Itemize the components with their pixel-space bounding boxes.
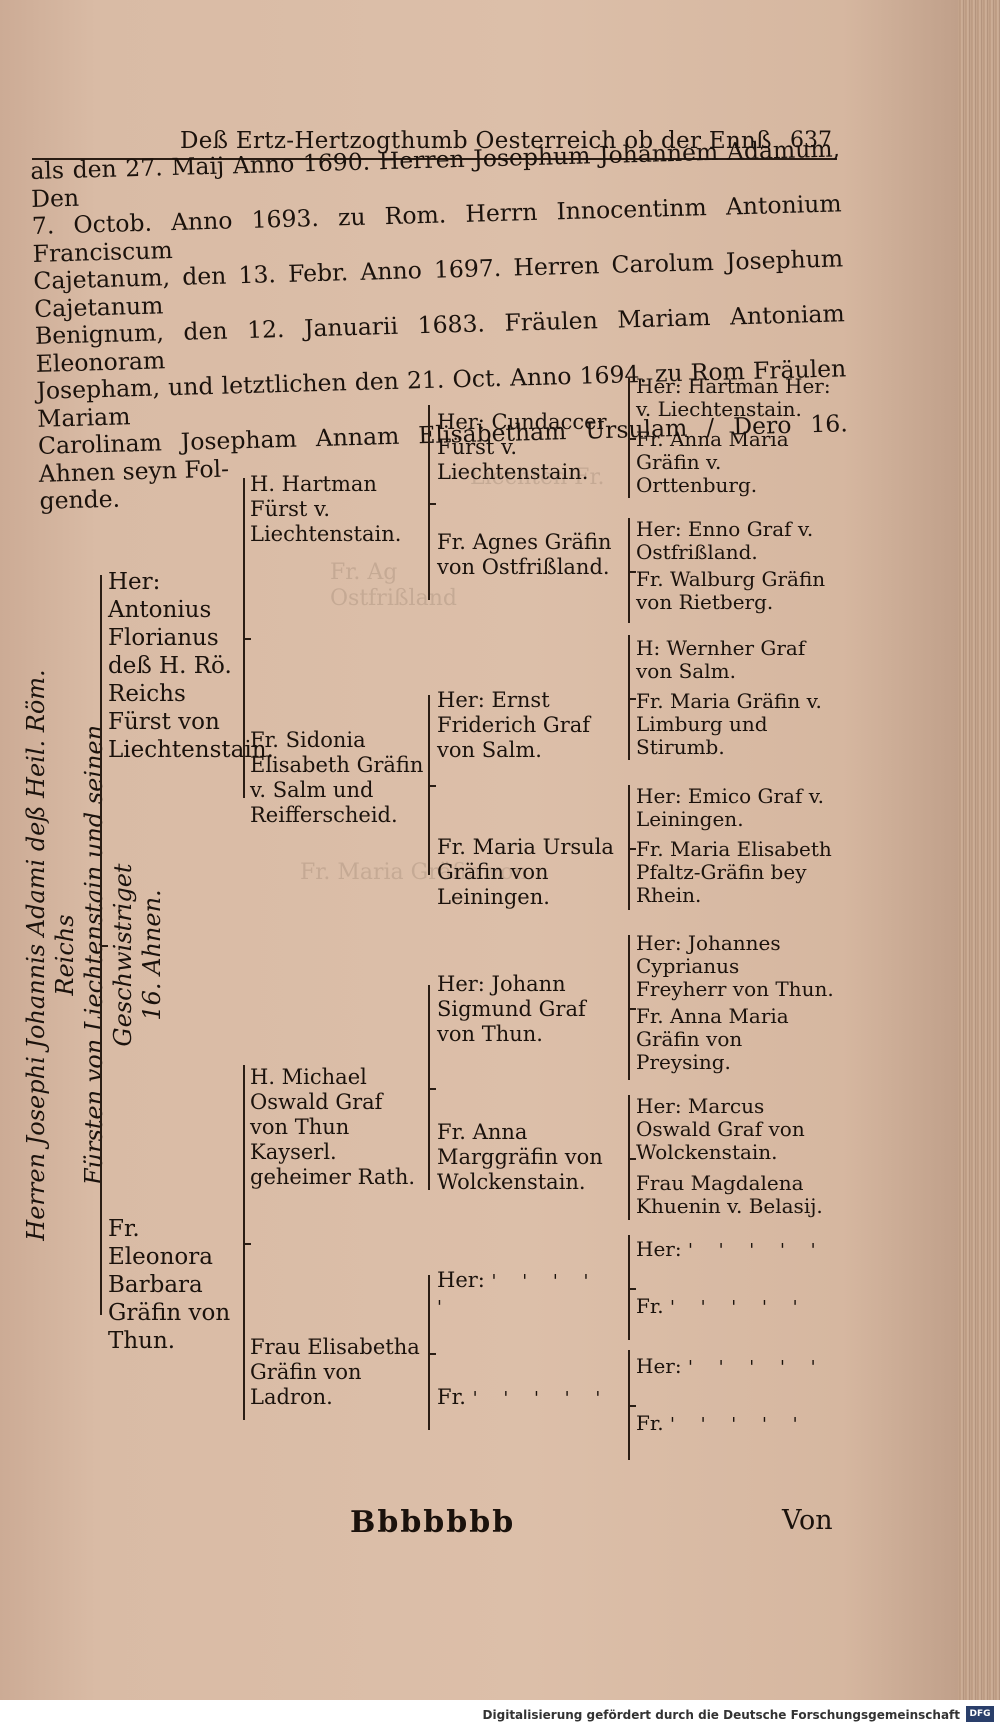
maternal-grandfather-node: H. Michael Oswald Graf von Thun Kayserl.… bbox=[250, 1065, 416, 1189]
gen3-node: Her: ' ' ' ' ' bbox=[437, 1268, 627, 1320]
gen4-label: Her: bbox=[636, 1237, 682, 1261]
brace-gen2 bbox=[428, 1275, 436, 1430]
gen4-node: Fr. ' ' ' ' ' bbox=[636, 1295, 836, 1319]
gen3-node: Her: Ernst Friderich Graf von Salm. bbox=[437, 688, 591, 762]
paternal-grandfather-node: H. Hartman Fürst v. Liechtenstain. bbox=[250, 472, 402, 546]
placeholder-marks: ' ' ' ' ' bbox=[472, 1388, 611, 1409]
book-page: Deß Ertz-Hertzogthumb Oesterreich ob der… bbox=[0, 0, 958, 1700]
brace-gen3 bbox=[628, 635, 636, 760]
gen3-node: Her: Cundaccer Fürst v. Liechtenstain. bbox=[437, 410, 607, 484]
gen4-node: Fr. Maria Elisabeth Pfaltz-Gräfin bey Rh… bbox=[636, 837, 832, 907]
show-through-text: Fr. Maria Gräfin von bbox=[300, 860, 528, 885]
gen3-label: Fr. bbox=[437, 1385, 466, 1409]
digitization-footer: Digitalisierung gefördert durch die Deut… bbox=[0, 1700, 1000, 1730]
brace-gen2 bbox=[428, 985, 436, 1190]
header-rule bbox=[32, 158, 837, 160]
mother-node: Fr. Eleonora Barbara Gräfin von Thun. bbox=[108, 1216, 231, 1354]
show-through-text: Liechten Fr. bbox=[470, 465, 605, 490]
funding-credit: Digitalisierung gefördert durch die Deut… bbox=[482, 1708, 960, 1722]
brace-gen3 bbox=[628, 378, 636, 498]
father-node: Her: Antonius Florianus deß H. Rö. Reich… bbox=[108, 569, 274, 763]
brace-gen2 bbox=[428, 695, 436, 875]
brace-father bbox=[243, 478, 251, 798]
placeholder-marks: ' ' ' ' ' bbox=[437, 1271, 599, 1318]
gen4-label: Fr. bbox=[636, 1411, 664, 1435]
brace-gen3 bbox=[628, 935, 636, 1080]
subject-label-line: Herren Josephi Johannis Adami deß Heil. … bbox=[22, 669, 79, 1241]
gen4-node: Fr. Walburg Gräfin von Rietberg. bbox=[636, 567, 826, 614]
gen3-node: Her: Johann Sigmund Graf von Thun. bbox=[437, 972, 586, 1046]
brace-gen3 bbox=[628, 1095, 636, 1220]
gen4-node: Fr. Maria Gräfin v. Limburg und Stirumb. bbox=[636, 689, 822, 759]
placeholder-marks: ' ' ' ' ' bbox=[687, 1357, 826, 1378]
brace-gen2 bbox=[428, 405, 436, 600]
brace-subject bbox=[100, 575, 108, 1315]
placeholder-marks: ' ' ' ' ' bbox=[669, 1297, 808, 1318]
gen4-node: Her: Marcus Oswald Graf von Wolckenstain… bbox=[636, 1094, 805, 1164]
signature-mark: Bbbbbbb bbox=[350, 1505, 516, 1540]
gen4-node: Her: Hartman Her: v. Liechtenstain. bbox=[636, 374, 831, 421]
gen4-node: Her: Johannes Cyprianus Freyherr von Thu… bbox=[636, 931, 834, 1001]
placeholder-marks: ' ' ' ' ' bbox=[687, 1240, 826, 1261]
placeholder-marks: ' ' ' ' ' bbox=[669, 1414, 808, 1435]
running-title: Deß Ertz-Hertzogthumb Oesterreich ob der… bbox=[180, 128, 772, 154]
page-number: 637 bbox=[790, 128, 832, 153]
gen3-node: Fr. Anna Marggräfin von Wolckenstain. bbox=[437, 1120, 603, 1194]
show-through-text: Fr. Ag Ostfrißland bbox=[330, 560, 457, 611]
brace-gen3 bbox=[628, 1235, 636, 1340]
brace-mother bbox=[243, 1065, 251, 1420]
dfg-logo: DFG bbox=[966, 1706, 994, 1722]
gen3-node: Fr. ' ' ' ' ' bbox=[437, 1385, 627, 1411]
gen4-node: Frau Magdalena Khuenin v. Belasij. bbox=[636, 1171, 823, 1218]
gen3-label: Her: bbox=[437, 1268, 485, 1292]
gen4-node: Fr. ' ' ' ' ' bbox=[636, 1412, 836, 1436]
brace-gen3 bbox=[628, 1350, 636, 1460]
maternal-grandmother-node: Frau Elisabetha Gräfin von Ladron. bbox=[250, 1335, 420, 1409]
gen4-node: Her: Enno Graf v. Ostfrißland. bbox=[636, 517, 814, 564]
gen4-node: H: Wernher Graf von Salm. bbox=[636, 636, 806, 683]
page-edge bbox=[958, 0, 1000, 1700]
catchword: Von bbox=[782, 1505, 833, 1536]
gen4-node: Fr. Anna Maria Gräfin von Preysing. bbox=[636, 1004, 789, 1074]
paternal-grandmother-node: Fr. Sidonia Elisabeth Gräfin v. Salm und… bbox=[250, 728, 424, 827]
gen3-node: Fr. Agnes Gräfin von Ostfrißland. bbox=[437, 530, 612, 579]
brace-gen3 bbox=[628, 518, 636, 623]
gen4-label: Her: bbox=[636, 1354, 682, 1378]
gen4-node: Fr. Anna Maria Gräfin v. Orttenburg. bbox=[636, 427, 789, 497]
gen4-node: Her: Emico Graf v. Leiningen. bbox=[636, 784, 824, 831]
gen3-node: Fr. Maria Ursula Gräfin von Leiningen. bbox=[437, 835, 614, 909]
brace-gen3 bbox=[628, 785, 636, 910]
gen4-node: Her: ' ' ' ' ' bbox=[636, 1238, 836, 1262]
gen4-label: Fr. bbox=[636, 1294, 664, 1318]
gen4-node: Her: ' ' ' ' ' bbox=[636, 1355, 836, 1379]
